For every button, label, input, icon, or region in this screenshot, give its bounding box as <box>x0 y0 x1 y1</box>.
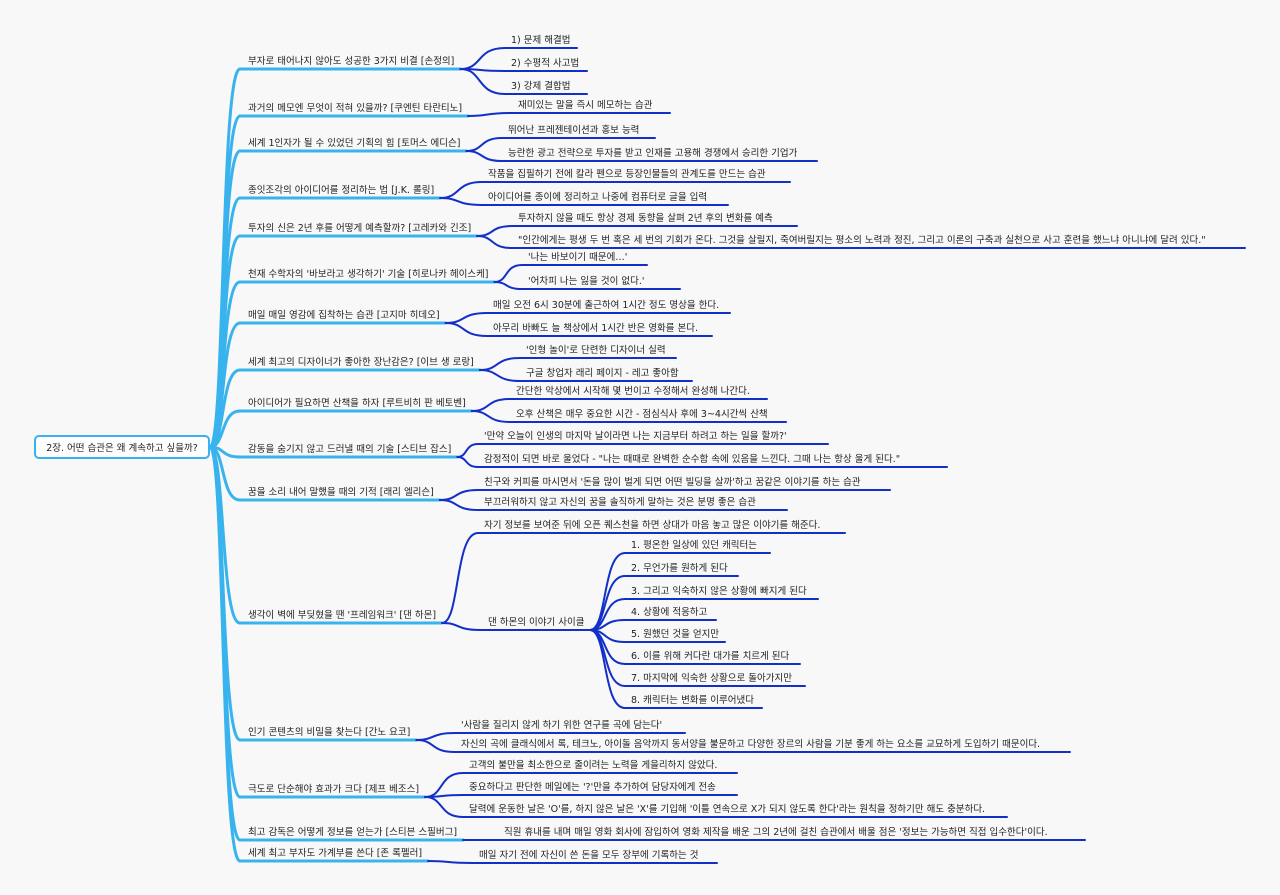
leaf-connector <box>589 552 626 631</box>
leaf-connector <box>456 456 479 468</box>
leaf-connector <box>439 197 483 206</box>
leaf-connector <box>459 68 506 95</box>
leaf-connector <box>493 264 523 283</box>
topic-label[interactable]: 최고 감독은 어떻게 정보를 얻는가 [스티븐 스필버그] <box>248 826 457 838</box>
leaf-connector <box>478 369 521 382</box>
leaf-connector <box>438 489 479 501</box>
leaf-connector <box>441 622 481 631</box>
leaf-label[interactable]: 재미있는 말을 즉시 메모하는 습관 <box>518 99 653 111</box>
leaf-label[interactable]: 작품을 집필하기 전에 칼라 펜으로 등장인물들의 관계도를 만드는 습관 <box>488 168 766 180</box>
leaf-label[interactable]: 자신의 곡에 클래식에서 록, 테크노, 아이돌 음악까지 동서양을 불문하고 … <box>461 738 1040 750</box>
story-step-label[interactable]: 5. 원했던 것을 얻지만 <box>631 628 719 640</box>
leaf-label[interactable]: '인형 놀이'로 단련한 디자이너 실력 <box>526 344 666 356</box>
leaf-label[interactable]: 오후 산책은 매우 중요한 시간 - 점심식사 후에 3~4시간씩 산책 <box>516 408 768 420</box>
leaf-label[interactable]: 뛰어난 프레젠테이션과 홍보 능력 <box>508 124 639 136</box>
leaf-label[interactable]: 자기 정보를 보여준 뒤에 오픈 퀘스천을 하면 상대가 마음 놓고 많은 이야… <box>484 519 820 531</box>
leaf-label[interactable]: 직원 휴내를 내며 매일 영화 회사에 잠입하여 영화 제작을 배운 그의 2년… <box>504 826 1048 838</box>
leaf-label[interactable]: '어차피 나는 잃을 것이 없다.' <box>528 275 644 287</box>
leaf-label[interactable]: 능란한 광고 전략으로 투자를 받고 인재를 고용해 경쟁에서 승리한 기업가 <box>508 147 798 159</box>
leaf-label[interactable]: 매일 자기 전에 자신이 쓴 돈을 모두 장부에 기록하는 것 <box>479 849 698 861</box>
leaf-connector <box>415 739 456 753</box>
leaf-connector <box>439 181 483 199</box>
topic-label[interactable]: 생각이 벽에 부딪혔을 땐 '프레임워크' [댄 하몬] <box>248 609 436 621</box>
leaf-connector <box>424 796 464 818</box>
leaf-connector <box>465 137 503 152</box>
node-labels: 부자로 태어나지 않아도 성공한 3가지 비결 [손정의] 1) 문제 해결법 2)… <box>248 34 1206 861</box>
leaf-connector <box>476 235 513 249</box>
leaf-connector <box>456 443 479 458</box>
leaf-label[interactable]: 2) 수평적 사고법 <box>511 57 579 69</box>
leaf-label[interactable]: 구글 창업자 래리 페이지 - 레고 좋아함 <box>526 367 679 379</box>
topic-label[interactable]: 천재 수학자의 '바보라고 생각하기' 기술 [히로나카 헤이스케] <box>248 268 489 280</box>
leaf-label[interactable]: 매일 오전 6시 30분에 출근하여 1시간 정도 명상을 한다. <box>493 299 719 311</box>
topic-label[interactable]: 세계 최고 부자도 가계부를 쓴다 [존 록펠러] <box>248 847 422 859</box>
branch-line <box>208 445 242 863</box>
leaf-connector <box>470 398 511 412</box>
leaf-connector <box>465 150 503 162</box>
leaf-label[interactable]: 감정적이 되면 바로 울었다 - "나는 때때로 완벽한 순수함 속에 있음을 … <box>484 453 900 465</box>
leaf-connector <box>438 499 479 511</box>
leaf-connector <box>459 47 506 70</box>
leaf-label[interactable]: 아이디어를 종이에 정리하고 나중에 컴퓨터로 글을 입력 <box>488 191 707 203</box>
leaf-connector <box>467 112 513 117</box>
leaf-connector <box>415 732 456 741</box>
leaf-label[interactable]: 달력에 운동한 날은 'O'를, 하지 않은 날은 'X'를 기입해 '이틀 연… <box>469 803 985 815</box>
topic-label[interactable]: 세계 최고의 디자이너가 좋아한 장난감은? [이브 생 로랑] <box>248 356 474 368</box>
topic-label[interactable]: 인기 콘텐츠의 비밀을 찾는다 [간노 요코] <box>248 726 410 738</box>
root-topic[interactable]: 2장. 어떤 습관은 왜 계속하고 싶을까? <box>34 435 210 459</box>
topic-label[interactable]: 감동을 숨기지 않고 드러낼 때의 기술 [스티브 잡스] <box>248 443 451 455</box>
topic-label[interactable]: 매일 매일 영감에 집착하는 습관 [고지마 히데오] <box>248 309 440 321</box>
topic-label[interactable]: 과거의 메모엔 무엇이 적혀 있을까? [쿠엔틴 타란티노] <box>248 102 462 114</box>
leaf-connector <box>427 860 474 864</box>
leaf-label[interactable]: 3) 강제 결합법 <box>511 81 571 92</box>
leaf-connector <box>444 322 488 337</box>
branch-line <box>208 445 242 502</box>
story-step-label[interactable]: 8. 캐릭터는 변화를 이루어냈다 <box>631 694 754 706</box>
story-step-label[interactable]: 6. 이를 위해 커다란 대가를 치르게 된다 <box>631 650 790 662</box>
leaf-connector <box>478 357 521 371</box>
leaf-connector <box>589 629 626 709</box>
topic-label[interactable]: 투자의 신은 2년 후를 어떻게 예측할까? [고레카와 긴조] <box>248 222 471 234</box>
story-step-label[interactable]: 2. 무언가를 원하게 된다 <box>631 562 728 574</box>
leaf-connector <box>589 619 626 631</box>
leaf-label[interactable]: '나는 바보이기 때문에…' <box>528 252 627 263</box>
root-topic-label: 2장. 어떤 습관은 왜 계속하고 싶을까? <box>46 443 198 454</box>
leaf-label[interactable]: 친구와 커피를 마시면서 '돈을 많이 벌게 되면 어떤 빌딩을 살까'하고 꿈… <box>484 476 861 488</box>
connector-lines <box>208 47 1246 864</box>
topic-label[interactable]: 아이디어가 필요하면 산책을 하자 [루트비히 판 베토벤] <box>248 397 466 409</box>
leaf-label[interactable]: "인간에게는 평생 두 번 혹은 세 번의 기회가 온다. 그것을 살릴지, 죽… <box>518 234 1206 246</box>
leaf-connector <box>470 410 511 423</box>
topic-label[interactable]: 극도로 단순해야 효과가 크다 [제프 베조스] <box>248 783 419 795</box>
leaf-connector <box>493 281 523 290</box>
leaf-label[interactable]: 아무리 바빠도 늘 책상에서 1시간 반은 영화를 본다. <box>493 323 698 334</box>
story-step-label[interactable]: 7. 마지막에 익숙한 상황으로 돌아가지만 <box>631 672 792 684</box>
leaf-connector <box>589 598 626 631</box>
story-step-label[interactable]: 3. 그리고 익숙하지 않은 상황에 빠지게 된다 <box>631 585 807 597</box>
topic-label[interactable]: 부자로 태어나지 않아도 성공한 3가지 비결 [손정의] <box>248 56 454 67</box>
leaf-label[interactable]: 투자하지 않을 때도 항상 경제 동향을 살펴 2년 후의 변화를 예측 <box>518 212 773 224</box>
leaf-connector <box>444 312 488 324</box>
leaf-connector <box>589 629 626 665</box>
story-step-label[interactable]: 1. 평온한 일상에 있던 캐릭터는 <box>631 539 757 551</box>
leaf-label[interactable]: 부끄러워하지 않고 자신의 꿈을 솔직하게 말하는 것은 분명 좋은 습관 <box>484 496 756 508</box>
leaf-label[interactable]: '만약 오늘이 인생의 마지막 날이라면 나는 지금부터 하려고 하는 일을 할… <box>484 430 787 442</box>
leaf-connector <box>441 532 479 624</box>
leaf-label[interactable]: '사람을 질리지 않게 하기 위한 연구를 곡에 담는다' <box>461 719 662 731</box>
leaf-label[interactable]: 고객의 불만을 최소한으로 줄이려는 노력을 게을리하지 않았다. <box>469 759 717 771</box>
topic-label[interactable]: 세계 1인자가 될 수 있었던 기획의 힘 [토머스 에디슨] <box>248 137 460 149</box>
topic-label[interactable]: 꿈을 소리 내어 말했을 때의 기적 [래리 엘리슨] <box>248 486 434 498</box>
subtopic-label[interactable]: 댄 하몬의 이야기 사이클 <box>488 616 585 628</box>
topic-label[interactable]: 종잇조각의 아이디어를 정리하는 법 [J.K. 롤링] <box>248 184 434 196</box>
leaf-label[interactable]: 중요하다고 판단한 메일에는 '?'만을 추가하여 담당자에게 전송 <box>469 781 716 793</box>
leaf-connector <box>424 772 464 798</box>
story-step-label[interactable]: 4. 상황에 적응하고 <box>631 606 708 618</box>
leaf-label[interactable]: 간단한 악상에서 시작해 몇 번이고 수정해서 완성해 나간다. <box>516 385 750 397</box>
leaf-label[interactable]: 1) 문제 해결법 <box>511 34 571 46</box>
leaf-connector <box>476 225 513 237</box>
